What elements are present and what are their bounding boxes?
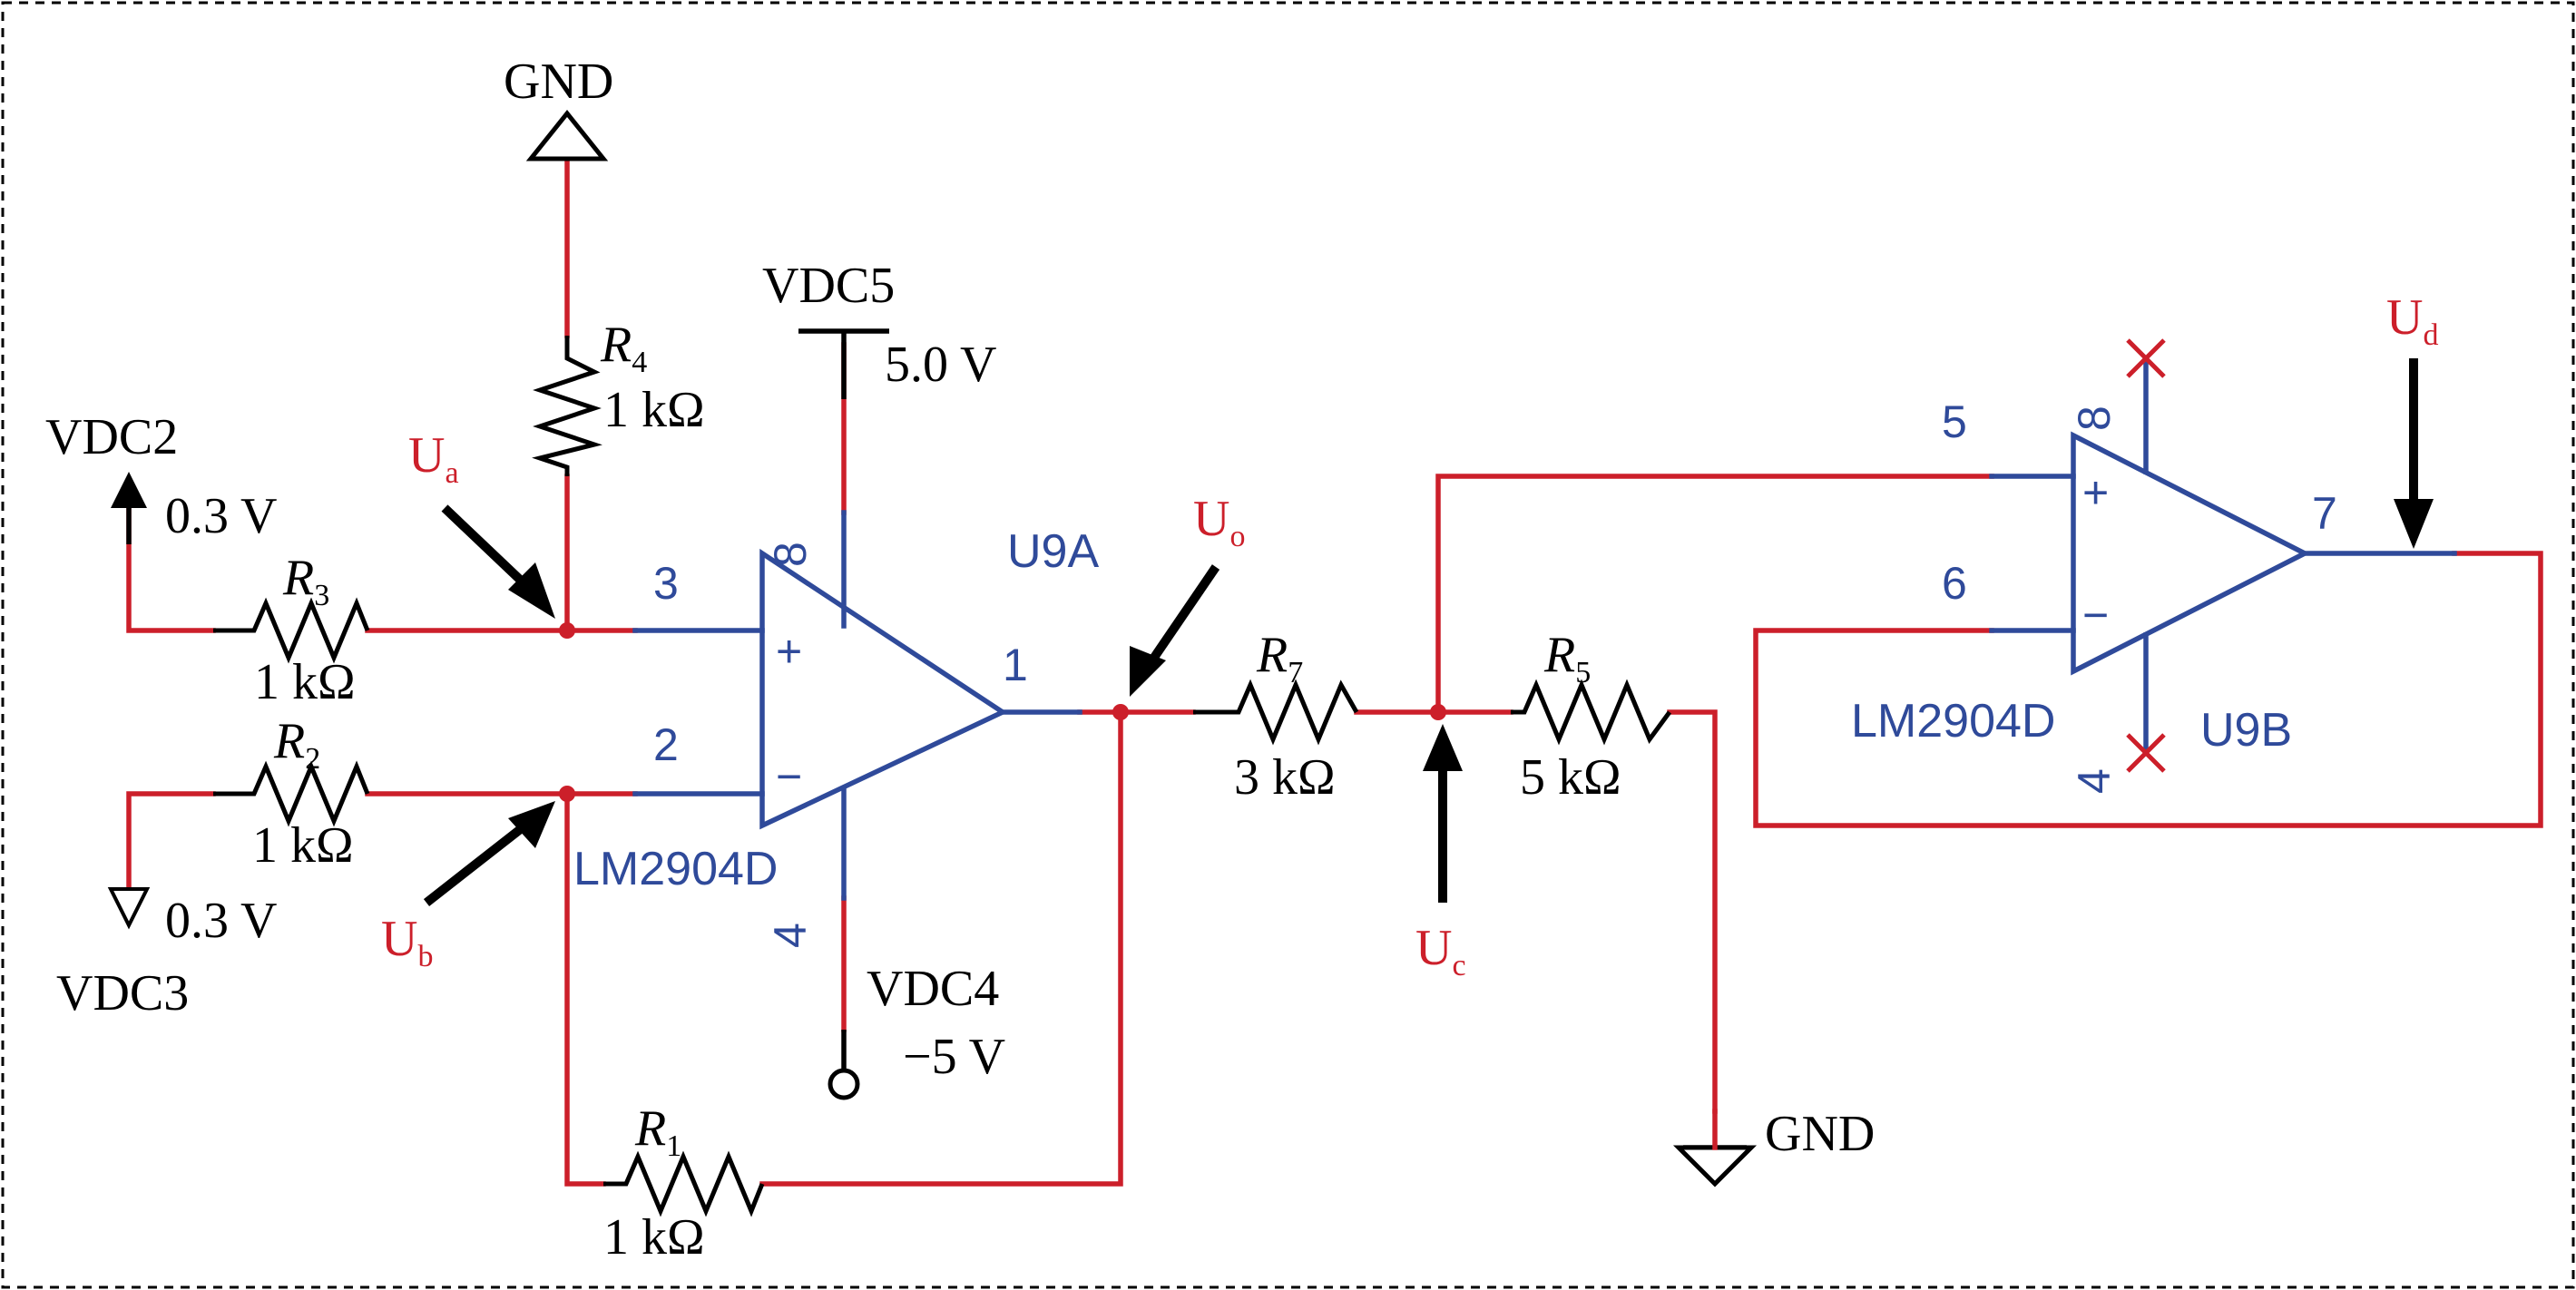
u9b-pin-vminus: 4 [2069,768,2120,794]
resistor-r4-symbol [532,336,602,476]
vdc5-symbol [798,328,889,399]
vdc4-value: −5 V [903,1029,1005,1085]
u9a-minus-sign: − [776,751,802,802]
junction-uo [1112,704,1129,720]
u9b-pin-in-minus: 6 [1942,558,1967,609]
u9a-plus-sign: + [776,626,802,677]
vdc4-name: VDC4 [867,961,999,1017]
arrow-uc [1423,724,1463,903]
u9b-pin-vplus: 8 [2069,406,2120,431]
r1-value: 1 kΩ [603,1209,705,1266]
vdc3-value: 0.3 V [165,893,277,949]
resistor-r1-symbol [603,1150,765,1217]
u9b-pin-out: 7 [2312,488,2337,539]
r7-name: R7 [1256,627,1303,689]
junction-uc [1430,704,1446,720]
arrow-uo [1130,564,1220,697]
node-uo-label: Uo [1193,491,1245,553]
red-wires [126,161,2543,1187]
ground-top-symbol [525,109,609,161]
r7-value: 3 kΩ [1234,749,1336,806]
vdc2-name: VDC2 [45,409,178,465]
u9a-pin-in-plus: 3 [653,558,679,609]
u9b-part: LM2904D [1851,695,2055,748]
node-ua-label: Ua [408,427,459,490]
arrow-ua [441,504,555,619]
ground-top-label: GND [504,54,613,110]
vdc3-symbol [107,887,151,930]
u9b-ref: U9B [2200,704,2292,757]
u9a-pin-vplus: 8 [765,542,816,567]
r4-value: 1 kΩ [603,382,705,438]
u9b-pin-in-plus: 5 [1942,396,1967,447]
ground-bottom-label: GND [1765,1106,1875,1162]
node-uc-label: Uc [1415,920,1466,982]
no-connect-marks [2126,338,2166,773]
resistor-r3-symbol [213,597,370,664]
r3-value: 1 kΩ [254,654,356,710]
vdc5-name: VDC5 [762,258,895,314]
vdc2-value: 0.3 V [165,488,277,544]
junction-ub [559,786,575,802]
arrow-ub [423,801,555,906]
u9a-part: LM2904D [573,843,778,895]
resistor-r2-symbol [213,760,370,827]
resistor-r5-symbol [1511,679,1672,746]
ground-bottom-symbol [1672,1109,1758,1187]
opamp-u9b [1989,360,2457,756]
node-ub-label: Ub [381,911,433,973]
vdc2-symbol [111,472,147,544]
arrow-ud [2394,358,2434,549]
vdc4-symbol [828,1030,860,1100]
u9a-ref: U9A [1007,525,1099,578]
junction-ua [559,622,575,639]
vdc3-name: VDC3 [56,965,189,1021]
node-ud-label: Ud [2386,289,2438,352]
u9b-minus-sign: − [2082,590,2109,640]
u9a-pin-out: 1 [1003,640,1028,690]
r5-value: 5 kΩ [1520,749,1621,806]
r1-name: R1 [634,1100,681,1163]
r2-name: R2 [273,713,320,776]
r3-name: R3 [282,550,329,612]
u9a-pin-in-minus: 2 [653,719,679,770]
r5-name: R5 [1543,627,1591,689]
vdc5-value: 5.0 V [885,337,996,393]
opamp-u9a [632,510,1082,901]
resistor-r7-symbol [1193,679,1359,746]
u9b-plus-sign: + [2082,467,2109,518]
r2-value: 1 kΩ [252,817,354,874]
u9a-pin-vminus: 4 [765,923,816,948]
r4-name: R4 [600,317,647,379]
